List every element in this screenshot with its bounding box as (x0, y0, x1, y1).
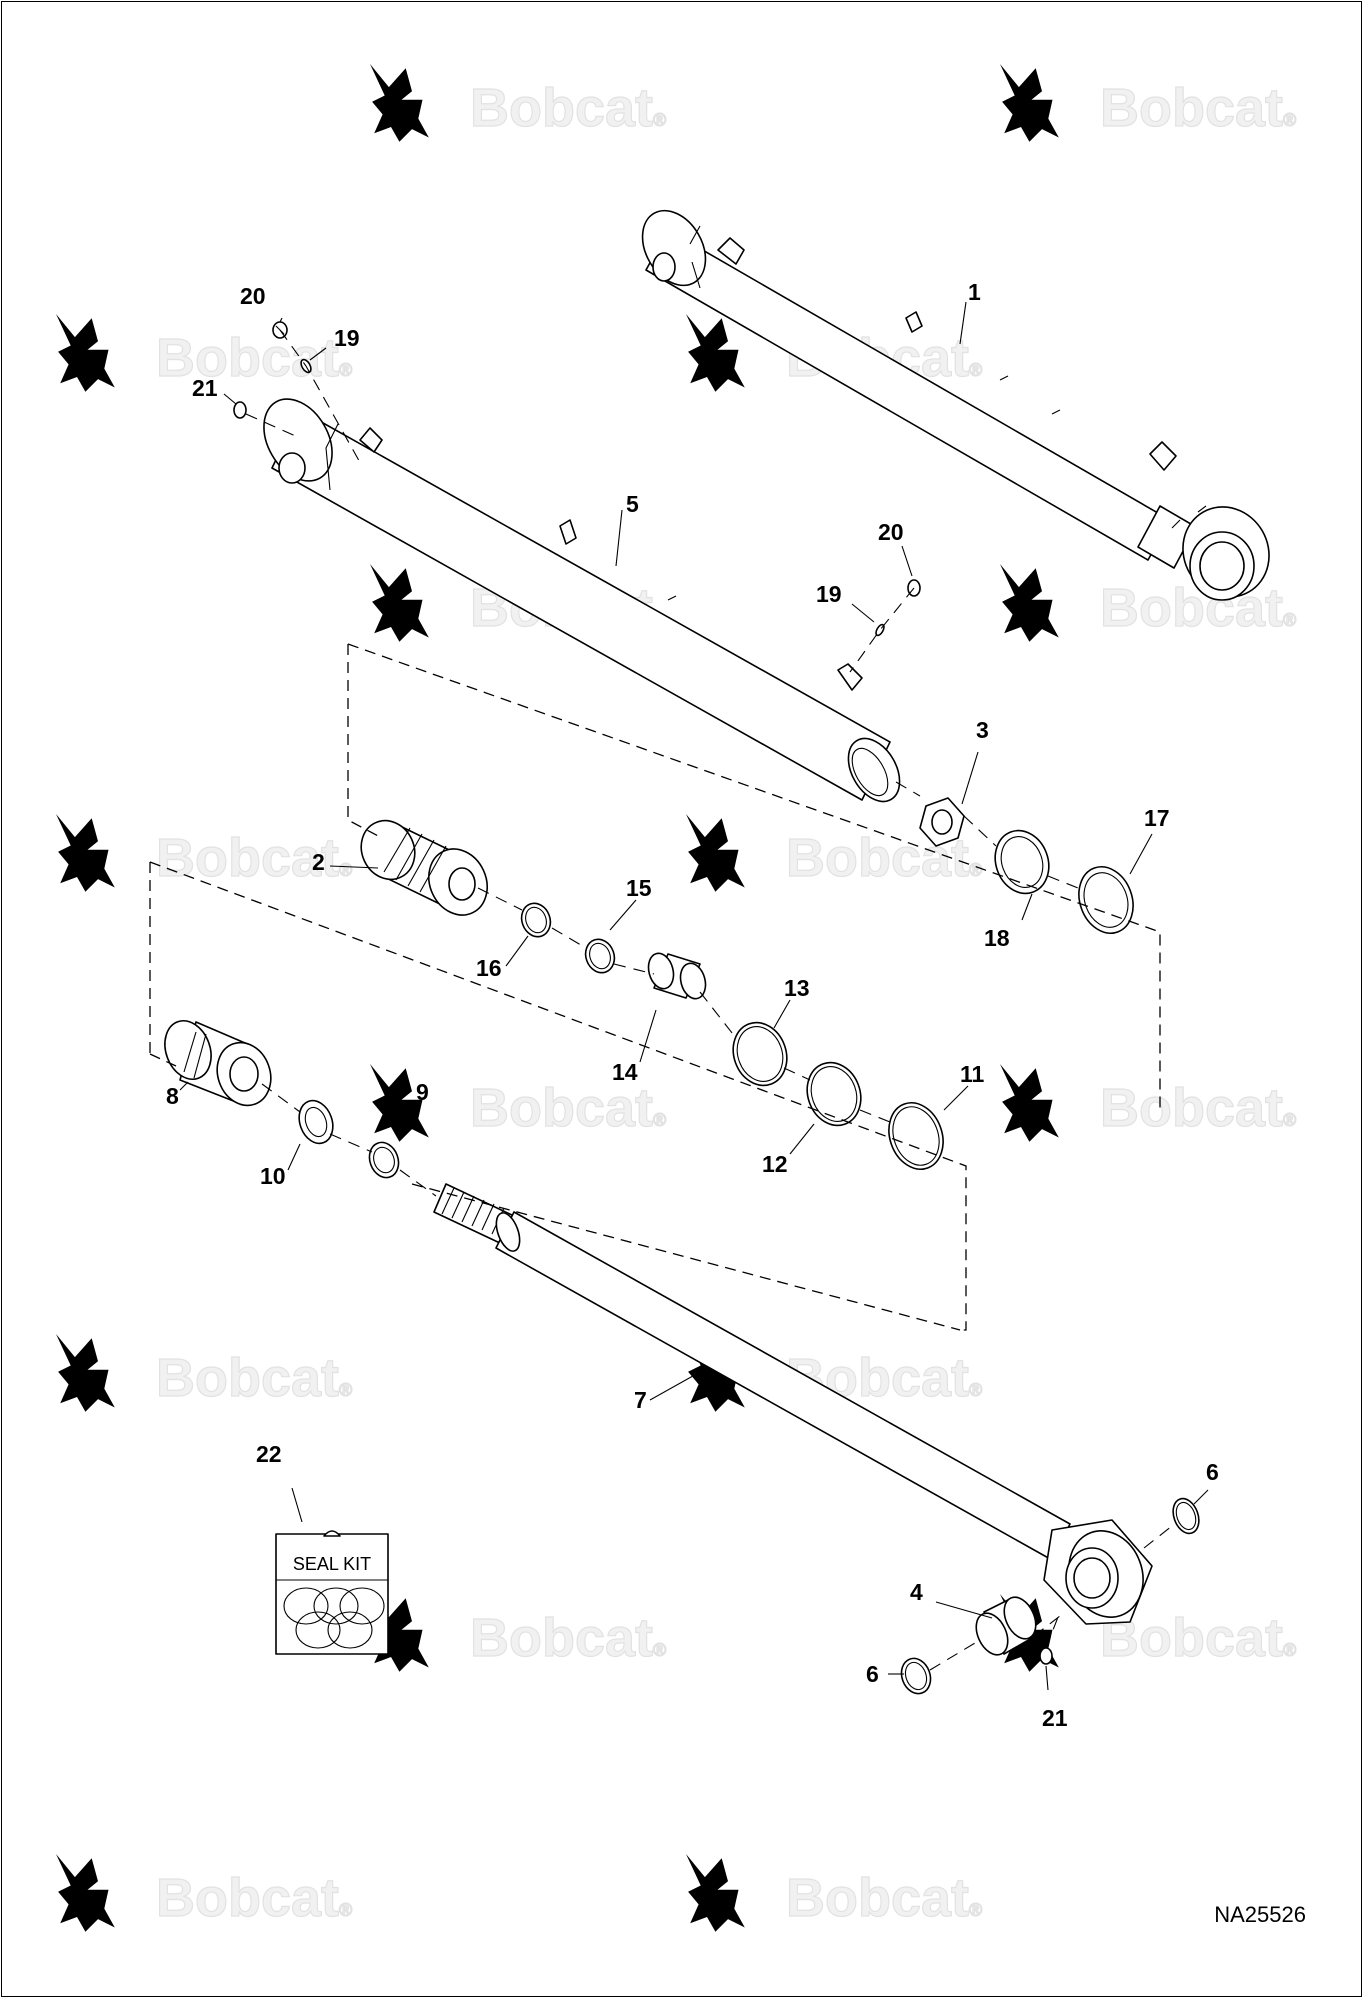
callout-label-3: 3 (976, 717, 989, 743)
bobcat-watermark: Bobcat® (370, 1064, 667, 1142)
bobcat-watermark: Bobcat® (686, 1854, 983, 1932)
registered-mark: ® (339, 1380, 352, 1400)
bobcat-logo-icon (1000, 564, 1059, 642)
bobcat-watermark-text: Bobcat® (156, 828, 352, 888)
bobcat-watermark-text: Bobcat® (470, 78, 666, 138)
part-22-seal-kit: SEAL KIT (275, 1530, 389, 1655)
part-4-bushing (975, 1596, 1037, 1656)
registered-mark: ® (339, 1900, 352, 1920)
callout-label-9: 9 (416, 1079, 429, 1105)
callout-label-14: 14 (612, 1059, 638, 1085)
callout-labels: 1 2 3 4 5 6 6 7 8 9 10 11 12 13 14 15 16… (166, 279, 1219, 1731)
bobcat-watermark-text: Bobcat® (156, 1348, 352, 1408)
callout-label-1: 1 (968, 279, 981, 305)
part-2-piston (360, 819, 488, 916)
callout-label-19-mid: 19 (816, 581, 842, 607)
bobcat-watermark: Bobcat® (1000, 64, 1297, 142)
callout-label-17: 17 (1144, 805, 1170, 831)
callout-label-16: 16 (476, 955, 502, 981)
registered-mark: ® (653, 1640, 666, 1660)
bobcat-watermark-text: Bobcat® (470, 1608, 666, 1668)
dashed-group-outlines (149, 643, 1161, 1331)
bobcat-watermark-text: Bobcat® (1100, 78, 1296, 138)
part-5-barrel (263, 398, 901, 803)
callout-label-21-bottom: 21 (1042, 1705, 1068, 1731)
bobcat-watermark: Bobcat® (370, 64, 667, 142)
callout-label-13: 13 (784, 975, 810, 1001)
callout-label-21-top: 21 (192, 375, 218, 401)
registered-mark: ® (653, 1110, 666, 1130)
registered-mark: ® (969, 1900, 982, 1920)
registered-mark: ® (339, 860, 352, 880)
bobcat-logo-icon (686, 1854, 745, 1932)
callout-label-6-upper: 6 (1206, 1459, 1219, 1485)
part-1-cylinder-assembly (641, 209, 1270, 601)
callout-label-11: 11 (960, 1061, 985, 1087)
bobcat-watermark: Bobcat® (56, 314, 353, 392)
bobcat-watermark: Bobcat® (56, 814, 353, 892)
bobcat-watermark: Bobcat® (686, 1334, 983, 1412)
assembly-centerlines (245, 329, 1173, 1671)
callout-label-8: 8 (166, 1083, 179, 1109)
seal-ring-parts (298, 829, 1200, 1695)
bobcat-logo-icon (370, 64, 429, 142)
bobcat-logo-icon (56, 814, 115, 892)
callout-label-22: 22 (256, 1441, 282, 1467)
bobcat-logo-icon (1000, 1064, 1059, 1142)
drawing-number: NA25526 (1214, 1902, 1306, 1927)
registered-mark: ® (1283, 110, 1296, 130)
callout-label-2: 2 (312, 849, 325, 875)
callout-label-10: 10 (260, 1163, 286, 1189)
bobcat-watermark: Bobcat® (56, 1854, 353, 1932)
registered-mark: ® (339, 360, 352, 380)
registered-mark: ® (1283, 1640, 1296, 1660)
registered-mark: ® (969, 860, 982, 880)
bobcat-watermark-text: Bobcat® (156, 1868, 352, 1928)
callout-label-12: 12 (762, 1151, 788, 1177)
bobcat-logo-icon (686, 814, 745, 892)
bobcat-watermark-text: Bobcat® (786, 1348, 982, 1408)
bobcat-logo-icon (56, 1854, 115, 1932)
bobcat-logo-icon (686, 314, 745, 392)
callout-label-5: 5 (626, 491, 639, 517)
bobcat-logo-icon (56, 314, 115, 392)
callout-label-20-top: 20 (240, 283, 266, 309)
seal-kit-label: SEAL KIT (293, 1554, 371, 1574)
callout-label-4: 4 (910, 1579, 923, 1605)
registered-mark: ® (969, 1380, 982, 1400)
bobcat-logo-icon (1000, 64, 1059, 142)
bobcat-watermark-text: Bobcat® (156, 328, 352, 388)
bobcat-logo-icon (370, 564, 429, 642)
part-7-rod (433, 1183, 1153, 1625)
bobcat-watermark: Bobcat® (1000, 1064, 1297, 1142)
bobcat-logo-icon (56, 1334, 115, 1412)
callout-label-20-mid: 20 (878, 519, 904, 545)
bobcat-watermark-text: Bobcat® (470, 1078, 666, 1138)
part-8-gland (164, 1020, 272, 1107)
callout-label-19-top: 19 (334, 325, 360, 351)
bobcat-watermark-text: Bobcat® (1100, 1078, 1296, 1138)
registered-mark: ® (969, 360, 982, 380)
part-3-nut (919, 797, 965, 847)
registered-mark: ® (653, 110, 666, 130)
callout-leaders (179, 301, 1209, 1691)
registered-mark: ® (1283, 1110, 1296, 1130)
registered-mark: ® (1283, 610, 1296, 630)
bobcat-watermark: Bobcat® (370, 1594, 667, 1672)
callout-label-7: 7 (634, 1387, 647, 1413)
callout-label-15: 15 (626, 875, 652, 901)
bobcat-watermark-text: Bobcat® (786, 1868, 982, 1928)
callout-label-18: 18 (984, 925, 1010, 951)
callout-label-6-lower: 6 (866, 1661, 879, 1687)
bobcat-watermark: Bobcat® (56, 1334, 353, 1412)
bobcat-watermark-layer: Bobcat® Bobcat® Bobcat® Bobcat® Bobcat® Bobca… (56, 64, 1297, 1932)
